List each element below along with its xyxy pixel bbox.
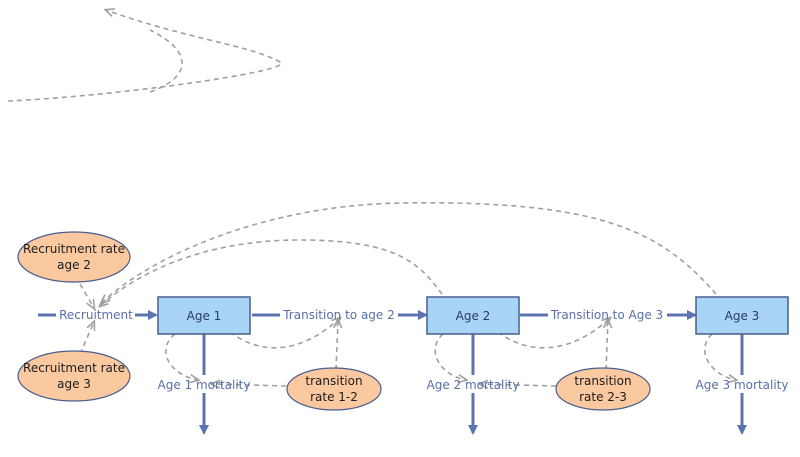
converter-transition-rate-2-3[interactable]: transition rate 2-3 [555,367,651,411]
connector-rate2-to-recruitment [79,283,94,308]
converter-transition-rate-1-2-line2: rate 1-2 [310,390,358,404]
flow-transition-age2-label[interactable]: Transition to age 2 [282,308,395,322]
connector-age2-to-transition [497,318,610,349]
connector-rate3-to-recruitment [79,322,94,355]
connector-age2-to-mortality [434,333,466,380]
flow-transition-age3-label[interactable]: Transition to Age 3 [550,308,663,322]
converter-recruitment-rate-age3[interactable]: Recruitment rate age 3 [17,350,131,402]
connector-rate12-to-mortality [212,384,287,386]
stray-connector [7,10,283,102]
stock-age-3[interactable]: Age 3 [695,296,789,335]
converter-recruitment-rate-age3-line2: age 3 [57,377,91,391]
converter-transition-rate-2-3-line2: rate 2-3 [579,390,627,404]
converter-transition-rate-1-2[interactable]: transition rate 1-2 [286,367,382,411]
converter-recruitment-rate-age2-line2: age 2 [57,258,91,272]
connector-age3-to-mortality [704,333,736,380]
connector-age1-to-mortality [165,333,198,380]
connector-rate23-to-transition [606,320,608,371]
connector-age2-to-recruitment [100,239,443,306]
stock-age-1[interactable]: Age 1 [157,296,251,335]
converter-recruitment-rate-age2[interactable]: Recruitment rate age 2 [17,231,131,283]
converter-transition-rate-1-2-line1: transition [305,374,362,388]
converter-transition-rate-2-3-line1: transition [574,374,631,388]
stock-age-2-label: Age 2 [456,309,491,323]
converter-recruitment-rate-age2-line1: Recruitment rate [23,242,125,256]
stock-age-2[interactable]: Age 2 [426,296,520,335]
flow-age3-mortality-label[interactable]: Age 3 mortality [696,378,789,392]
connector-rate12-to-transition [336,320,338,371]
stock-age-1-label: Age 1 [187,309,222,323]
converter-recruitment-rate-age3-line1: Recruitment rate [23,361,125,375]
flow-age2-mortality-label[interactable]: Age 2 mortality [427,378,520,392]
flow-recruitment-label[interactable]: Recruitment [59,308,133,322]
stock-age-3-label: Age 3 [725,309,760,323]
connector-age1-to-transition [229,318,340,349]
stray-connector-inner [149,29,183,93]
connector-age3-to-recruitment [102,202,717,303]
flow-age1-mortality-label[interactable]: Age 1 mortality [158,378,251,392]
connector-rate23-to-mortality [480,384,557,386]
